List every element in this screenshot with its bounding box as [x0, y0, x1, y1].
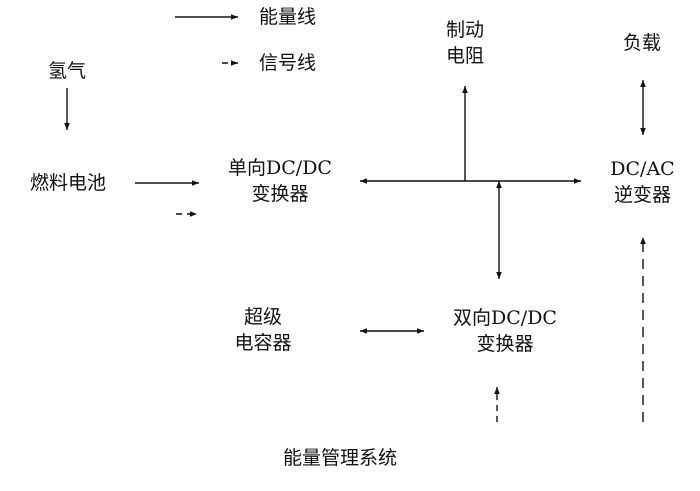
bidirectional-converter-line-1: 双向DC/DC — [453, 307, 557, 329]
unidirectional-converter-line-2: 变换器 — [251, 183, 309, 205]
load-label: 负载 — [622, 32, 661, 54]
brake-resistor-line-2: 电阻 — [445, 45, 484, 67]
brake-resistor-label: 制动 电阻 — [435, 17, 495, 69]
inverter-label: DC/AC 逆变器 — [595, 156, 690, 208]
energy-management-system-label: 能量管理系统 — [282, 447, 397, 469]
supercapacitor-line-1: 超级 — [243, 306, 282, 328]
fuel-cell-label: 燃料电池 — [29, 172, 106, 194]
supercapacitor-line-2: 电容器 — [234, 332, 292, 354]
brake-resistor-line-1: 制动 — [445, 19, 484, 41]
bidirectional-converter-label: 双向DC/DC 变换器 — [430, 305, 580, 357]
legend-signal-label: 信号线 — [259, 52, 317, 74]
bidirectional-converter-line-2: 变换器 — [476, 333, 534, 355]
unidirectional-converter-line-1: 单向DC/DC — [228, 157, 332, 179]
unidirectional-converter-label: 单向DC/DC 变换器 — [205, 155, 355, 207]
inverter-line-2: 逆变器 — [613, 184, 671, 206]
inverter-line-1: DC/AC — [610, 158, 675, 180]
hydrogen-label: 氢气 — [47, 60, 86, 82]
legend-energy-label: 能量线 — [259, 6, 317, 28]
supercapacitor-label: 超级 电容器 — [218, 304, 308, 356]
